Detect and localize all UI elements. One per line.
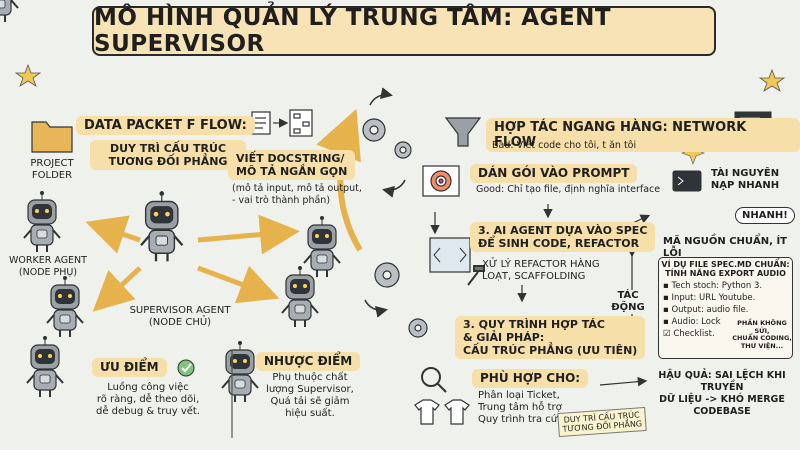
funnel-icon (444, 117, 482, 147)
network-bad: Bad: Viết code cho tôi, t ăn tôi (492, 140, 637, 151)
docstring-detail: (mô tả input, mô tả output,- vai trò thà… (232, 183, 362, 206)
shirt-icon (414, 399, 470, 425)
star-icon (14, 63, 786, 92)
worker-robot-icon (281, 265, 319, 328)
worker-robot-icon (46, 275, 84, 338)
folder-icon (31, 121, 73, 153)
prompt-good: Good: Chỉ tạo file, định nghĩa interface (476, 184, 661, 195)
process-heading: 3. QUY TRÌNH HỢP TÁC& GIẢI PHÁP: CẤU TRÚ… (455, 316, 646, 359)
supervisor-agent-label: SUPERVISOR AGENT(NODE CHỦ) (129, 305, 231, 328)
fit-heading: PHÙ HỢP CHO: (472, 369, 589, 388)
supervisor-robot-icon (139, 189, 184, 263)
worker-robot-icon (303, 215, 341, 278)
pros-heading: ƯU ĐIỂM (92, 358, 167, 377)
hammer-icon (467, 265, 485, 286)
data-packet-heading: DATA PACKET F FLOW: (76, 116, 255, 135)
document-icon (251, 111, 271, 135)
network-heading: HỢP TÁC NGANG HÀNG: NETWORK FLOW (486, 118, 800, 152)
spec-example-card: VÍ DỤ FILE SPEC.MD CHUẨN:TÍNH NĂNG EXPOR… (658, 257, 793, 359)
page-title: MÔ HÌNH QUẢN LÝ TRUNG TÂM: AGENT SUPERVI… (92, 5, 716, 57)
spec-item: ▪ Tech stoch: Python 3. (663, 281, 763, 291)
cons-heading: NHƯỢC ĐIỂM (256, 352, 361, 371)
docstring-heading: VIẾT DOCSTRING/MÔ TẢ NGẮN GỌN (228, 150, 356, 180)
code-window-icon (429, 237, 471, 273)
fast-bubble: NHANH! (735, 207, 795, 224)
spec-item: ▪ Output: audio file. (663, 305, 749, 315)
spec-item: ▪ Input: URL Youtube. (663, 293, 756, 303)
process-solution: CẤU TRÚC PHẲNG (ƯU TIÊN) (463, 344, 638, 357)
standard-code-label: MÃ NGUỒN CHUẨN, ÍT LỖI (663, 236, 787, 259)
spec-side-note: PHẦN KHÔNG SỬI,CHUẨN CODING,THƯ VIỆN... (732, 319, 792, 350)
terminal-icon (672, 170, 702, 192)
worker-robot-icon (23, 190, 61, 253)
spec-item: ▪ Audio: Lock (663, 317, 721, 327)
spec-item: ☑ Checklist. (663, 329, 715, 339)
magnifier-icon (421, 367, 447, 393)
happy-robot-icon (26, 335, 64, 398)
spec-example-title: VÍ DỤ FILE SPEC.MD CHUẨN:TÍNH NĂNG EXPOR… (661, 260, 790, 278)
prompt-heading: DÁN GÓI VÀO PROMPT (470, 164, 638, 183)
title-text: MÔ HÌNH QUẢN LÝ TRUNG TÂM: AGENT SUPERVI… (94, 5, 612, 57)
worker-agent-label: WORKER AGENT(NODE PHỤ) (9, 255, 87, 278)
target-icon (422, 165, 460, 197)
flowchart-icon (289, 109, 313, 137)
check-icon (177, 359, 195, 377)
